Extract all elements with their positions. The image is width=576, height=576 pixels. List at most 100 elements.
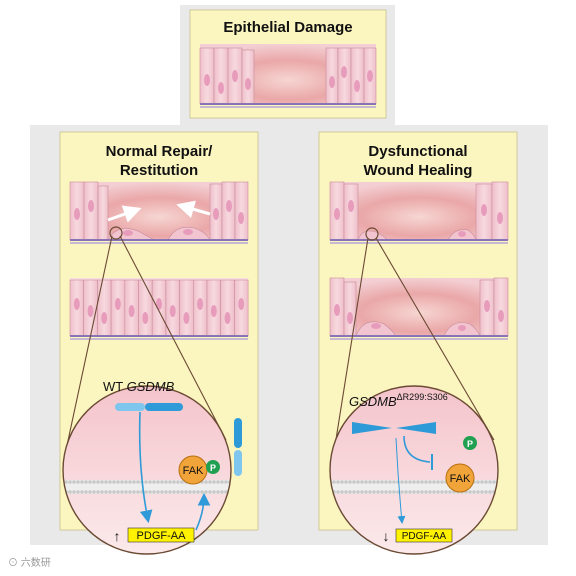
lipid-head (384, 480, 388, 484)
lipid-head (224, 480, 228, 484)
arrow-gsdmb-to-pdgf-weak (395, 437, 406, 524)
watermark: ⊙ 六数研 (8, 556, 51, 569)
lipid-head (196, 490, 200, 494)
lipid-head (112, 480, 116, 484)
lipid-head (84, 480, 88, 484)
nucleus (197, 298, 204, 310)
lipid-head (436, 490, 440, 494)
lipid-head (72, 490, 76, 494)
lipid-head (148, 480, 152, 484)
lipid-head (480, 490, 484, 494)
nucleus (128, 305, 135, 317)
lipid-head (216, 490, 220, 494)
lipid-head (136, 490, 140, 494)
lipid-head (428, 490, 432, 494)
pdgf-box-dys (395, 528, 453, 543)
panel-normal-repair: Normal Repair/ Restitution (59, 131, 259, 555)
lipid-head (428, 480, 432, 484)
lipid-head (100, 490, 104, 494)
lipid-head (384, 490, 388, 494)
lipid-head (192, 490, 196, 494)
lipid-head (392, 490, 396, 494)
panel-title-normal-2: Restitution (120, 162, 198, 179)
panel-epithelial-damage: Epithelial Damage (189, 9, 387, 119)
fak-node-dys (445, 463, 475, 493)
lipid-head (476, 490, 480, 494)
lipid-head (360, 480, 364, 484)
panel-title-damage: Epithelial Damage (223, 19, 352, 36)
lipid-head (424, 490, 428, 494)
lipid-head (400, 490, 404, 494)
lipid-head (332, 480, 336, 484)
lipid-head (472, 490, 476, 494)
lipid-head (372, 490, 376, 494)
lipid-head (220, 490, 224, 494)
lipid-head (120, 480, 124, 484)
lipid-head (176, 490, 180, 494)
epithelium-impaired-1 (329, 181, 509, 244)
lipid-head (488, 490, 492, 494)
lipid-head (404, 480, 408, 484)
fak-label-dys: FAK (450, 473, 471, 485)
normal-inset: WT GSDMB FAK P PDGF-AA ↑ (62, 379, 242, 555)
nucleus (210, 305, 217, 317)
lipid-head (124, 490, 128, 494)
gsdmb-mutant-left (352, 422, 392, 434)
panel-dysfunctional: Dysfunctional Wound Healing (318, 131, 518, 555)
lipid-head (112, 490, 116, 494)
pdgf-label-dys: PDGF-AA (402, 531, 447, 542)
lipid-head (156, 480, 160, 484)
lipid-head (156, 490, 160, 494)
lipid-head (388, 480, 392, 484)
lipid-head (416, 490, 420, 494)
lipid-head (364, 490, 368, 494)
lipid-head (104, 490, 108, 494)
lipid-head (128, 490, 132, 494)
migration-arrow-left (176, 200, 211, 218)
wt-prefix: WT GSDMB (103, 379, 175, 394)
lipid-head (168, 480, 172, 484)
lipid-head (420, 490, 424, 494)
phospho-badge-dys (463, 436, 477, 450)
lipid-head (108, 490, 112, 494)
phospho-badge (206, 460, 220, 474)
gsdmb-mutant-label: GSDMBΔR299:S306 (349, 392, 448, 409)
lipid-head (420, 480, 424, 484)
zoom-origin-circle (109, 226, 123, 240)
lipid-head (168, 490, 172, 494)
lipid-head (376, 480, 380, 484)
lipid-head (220, 480, 224, 484)
nucleus (238, 298, 245, 310)
gsdmb-c-domain (145, 403, 183, 411)
lipid-head (204, 490, 208, 494)
receptor-lower (234, 450, 242, 476)
lipid-head (172, 490, 176, 494)
lipid-head (208, 490, 212, 494)
lipid-head (388, 490, 392, 494)
lipid-head (436, 480, 440, 484)
gsdmb-mutant-right (396, 422, 436, 434)
lipid-head (352, 480, 356, 484)
lipid-head (216, 480, 220, 484)
lipid-head (160, 480, 164, 484)
pdgf-label: PDGF-AA (137, 530, 187, 542)
nucleus (73, 298, 80, 310)
lipid-head (144, 490, 148, 494)
cell-row-right (325, 47, 377, 105)
lipid-head (176, 480, 180, 484)
lipid-head (148, 490, 152, 494)
lipid-head (96, 490, 100, 494)
lipid-head (132, 480, 136, 484)
lipid-head (356, 490, 360, 494)
lipid-head (152, 490, 156, 494)
lipid-head (104, 480, 108, 484)
lipid-head (344, 480, 348, 484)
lipid-head (180, 480, 184, 484)
lipid-head (380, 490, 384, 494)
lipid-head (128, 480, 132, 484)
lipid-head (416, 480, 420, 484)
lipid-head (484, 490, 488, 494)
epithelial-cell (220, 279, 235, 337)
